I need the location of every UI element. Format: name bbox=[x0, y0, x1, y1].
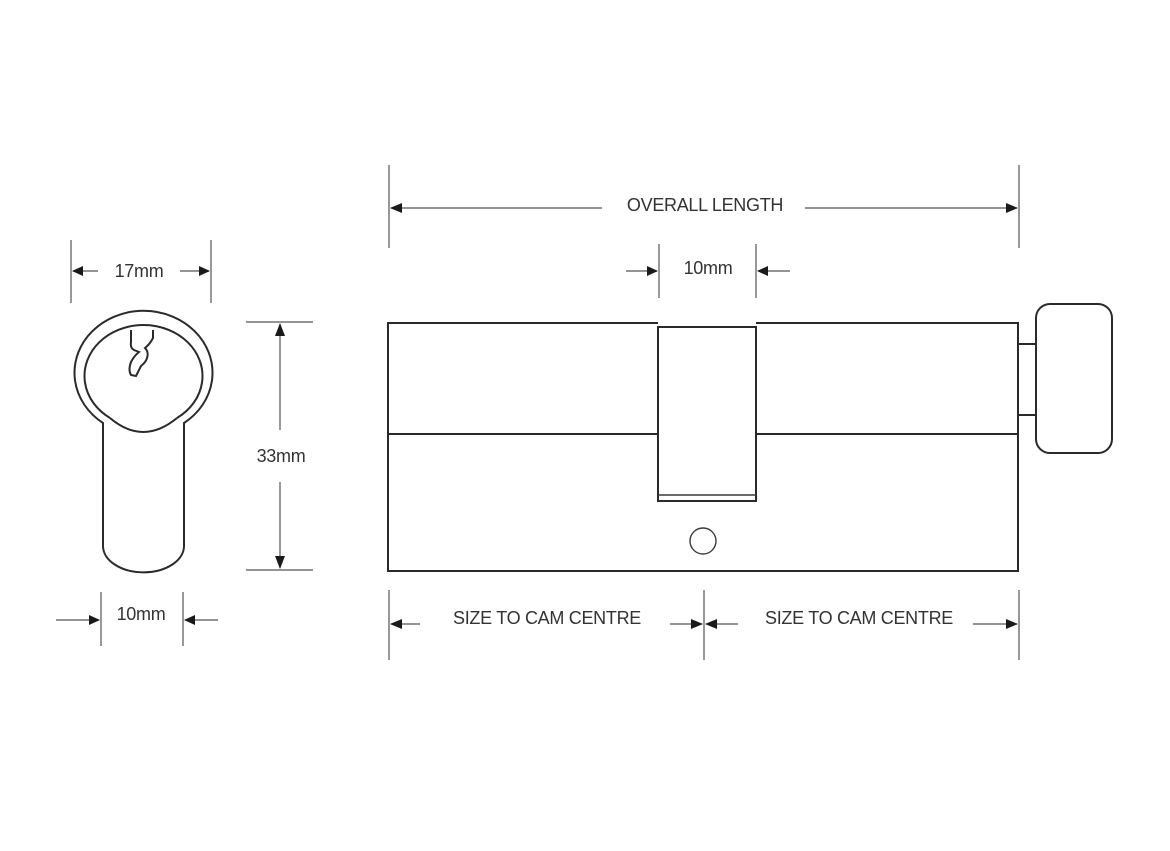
size-to-cam-dimensions: SIZE TO CAM CENTRE SIZE TO CAM CENTRE bbox=[388, 590, 1020, 660]
height-label: 33mm bbox=[257, 446, 306, 466]
overall-length-label: OVERALL LENGTH bbox=[627, 195, 783, 215]
keyway-icon bbox=[128, 330, 154, 378]
thumbturn-knob bbox=[1035, 303, 1113, 454]
cylinder-profile bbox=[73, 309, 214, 574]
cam-width-label: 10mm bbox=[684, 258, 733, 278]
cam bbox=[657, 326, 757, 502]
arrow-right-icon bbox=[691, 619, 703, 629]
arrow-right-icon bbox=[199, 266, 210, 276]
overall-length-dimension: OVERALL LENGTH bbox=[388, 165, 1020, 248]
arrow-right-icon bbox=[1006, 203, 1018, 213]
side-view: OVERALL LENGTH 10mm bbox=[387, 165, 1113, 660]
arrow-right-icon bbox=[647, 266, 658, 276]
arrow-right-icon bbox=[1006, 619, 1018, 629]
right-size-label: SIZE TO CAM CENTRE bbox=[765, 608, 953, 628]
thumbturn bbox=[1018, 303, 1113, 454]
width-dimension-17mm: 17mm bbox=[70, 240, 212, 303]
width-label: 17mm bbox=[115, 261, 164, 281]
arrow-right-icon bbox=[89, 615, 100, 625]
cam-width-dimension-10mm: 10mm bbox=[626, 244, 790, 298]
arrow-down-icon bbox=[275, 556, 285, 569]
pin-hole bbox=[689, 527, 717, 555]
bottom-width-dimension-10mm: 10mm bbox=[56, 592, 218, 646]
arrow-left-icon bbox=[184, 615, 195, 625]
arrow-left-icon bbox=[390, 619, 402, 629]
height-dimension-33mm: 33mm bbox=[246, 321, 313, 571]
arrow-left-icon bbox=[705, 619, 717, 629]
arrow-up-icon bbox=[275, 323, 285, 336]
cylinder-body bbox=[387, 322, 1019, 572]
arrow-left-icon bbox=[72, 266, 83, 276]
left-size-label: SIZE TO CAM CENTRE bbox=[453, 608, 641, 628]
arrow-left-icon bbox=[390, 203, 402, 213]
front-view: 17mm 33mm 10mm bbox=[56, 240, 313, 646]
arrow-left-icon bbox=[757, 266, 768, 276]
bottom-width-label: 10mm bbox=[117, 604, 166, 624]
